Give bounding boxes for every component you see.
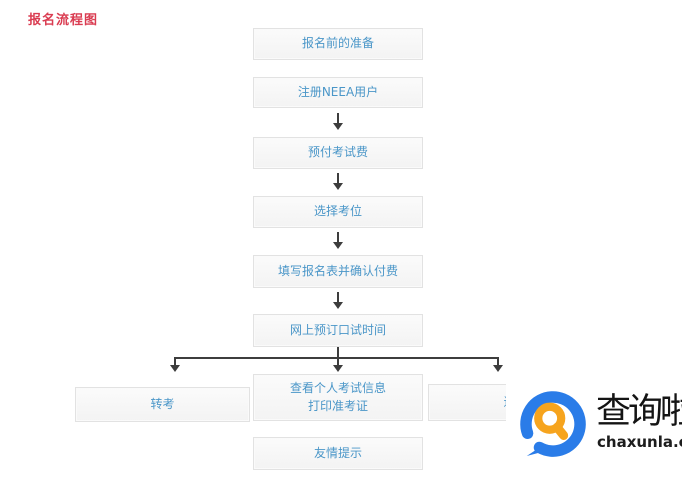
flow-step-label: 注册NEEA用户 [297,84,379,99]
flow-step-label: 预付考试费 [307,145,368,160]
flow-arrow-down [332,113,344,130]
flow-step-label: 报名前的准备 [301,36,374,51]
flow-step-preparation: 报名前的准备 [253,28,423,60]
arrow-stem [337,232,339,242]
watermark-domain: chaxunla.com [597,433,682,451]
branch-arrow-center [332,359,344,373]
flow-step-label: 填写报名表并确认付费 [277,263,398,278]
flow-step-choose-seat: 选择考位 [253,196,423,228]
arrow-stem [497,359,499,365]
flow-step-friendly-reminder: 友情提示 [253,437,423,470]
arrow-head [333,183,343,190]
flow-step-label: 友情提示 [313,445,362,460]
arrow-stem [337,113,339,123]
arrow-stem [174,359,176,365]
flow-step-prepay-fee: 预付考试费 [253,137,423,169]
flow-step-book-oral-test-time: 网上预订口试时间 [253,314,423,347]
flow-step-label: 网上预订口试时间 [289,322,386,337]
flow-step-view-info-print-ticket: 查看个人考试信息 打印准考证 [253,374,423,421]
flow-step-label-line1: 查看个人考试信息 [289,381,386,396]
flow-step-transfer-exam: 转考 [75,387,250,422]
page-title: 报名流程图 [28,13,99,28]
arrow-head [333,365,343,372]
flow-arrow-down [332,292,344,309]
arrow-stem [337,173,339,183]
branch-connector-stem [337,347,339,358]
branch-arrow-left [169,359,181,373]
watermark-brand-name: 查询啦 [596,392,682,432]
arrow-head [333,242,343,249]
branch-connector-line [174,357,499,359]
arrow-head [333,302,343,309]
magnifier-logo-icon [520,391,586,457]
flow-arrow-down [332,173,344,190]
flow-step-fill-form-confirm-pay: 填写报名表并确认付费 [253,255,423,288]
arrow-stem [337,359,339,365]
flow-step-label: 选择考位 [313,204,362,219]
arrow-stem [337,292,339,302]
flow-arrow-down [332,232,344,249]
flow-step-label: 转考 [150,396,175,411]
arrow-head [333,123,343,130]
branch-arrow-right [492,359,504,373]
arrow-head [493,365,503,372]
flow-step-label-line2: 打印准考证 [307,398,368,413]
watermark: 查询啦 chaxunla.com [506,377,682,477]
flow-step-register-neea: 注册NEEA用户 [253,77,423,108]
arrow-head [170,365,180,372]
